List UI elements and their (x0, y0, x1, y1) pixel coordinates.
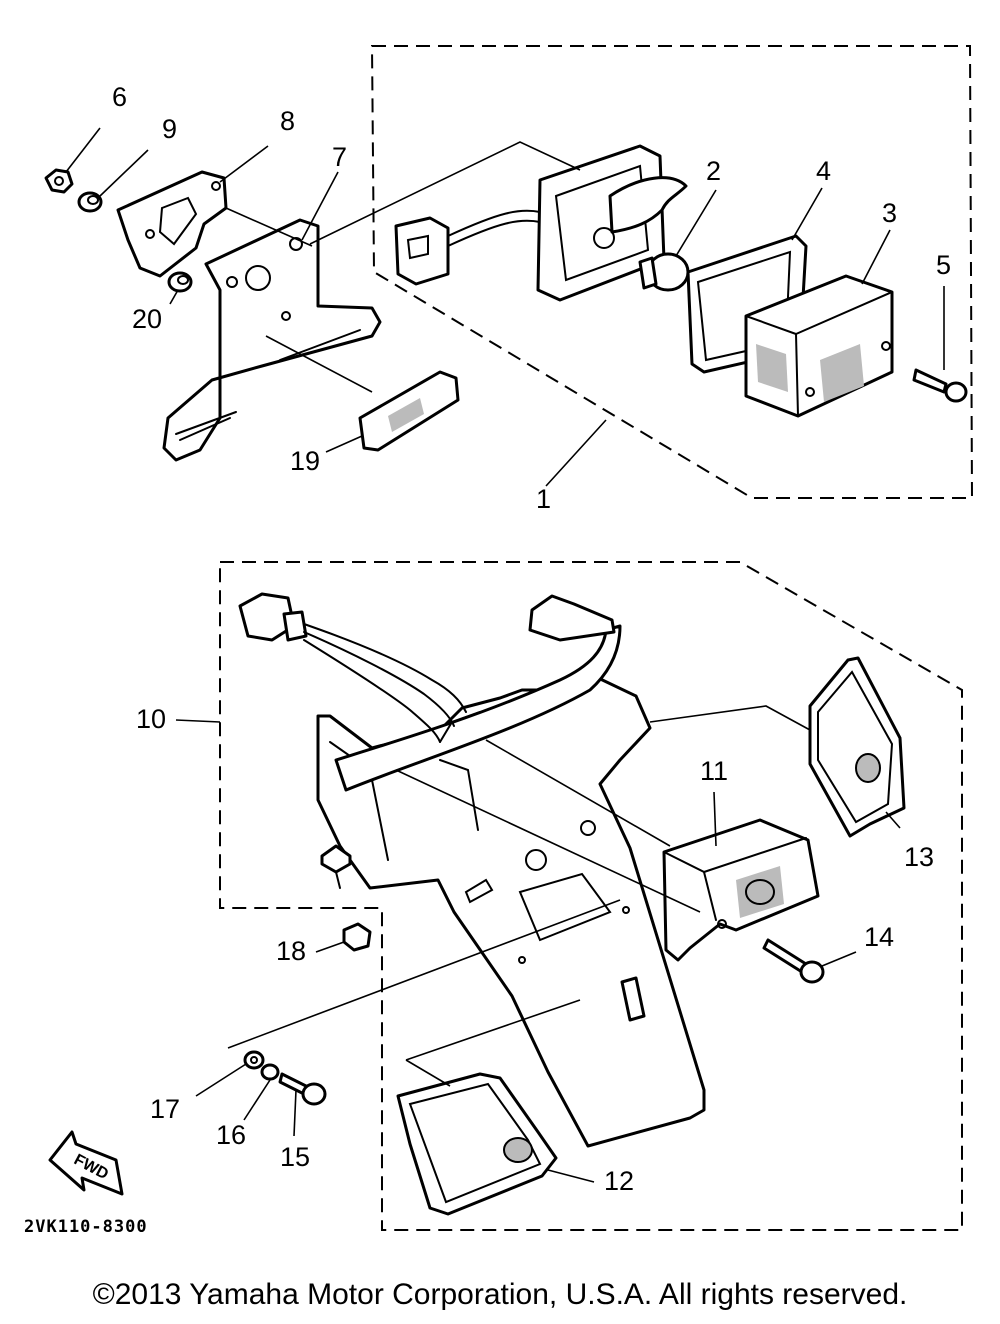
callout-7: 7 (332, 142, 347, 172)
screw-14 (762, 938, 825, 984)
side-reflector-13 (808, 656, 906, 838)
callout-9: 9 (162, 114, 177, 144)
callout-13: 13 (904, 842, 934, 872)
tail-light-connector (394, 209, 541, 286)
lamp-housing (536, 144, 688, 302)
callout-10: 10 (136, 704, 166, 734)
callout-17: 17 (150, 1094, 180, 1124)
callout-14: 14 (864, 922, 894, 952)
lens-3 (744, 274, 894, 418)
callout-5: 5 (936, 250, 951, 280)
copyright-notice: ©2013 Yamaha Motor Corporation, U.S.A. A… (92, 1278, 908, 1311)
washer-nut-9 (77, 191, 103, 213)
bracket-plate-8 (116, 170, 228, 278)
nut-18 (342, 922, 372, 952)
holder-arch (334, 594, 622, 792)
license-light-harness (238, 592, 467, 743)
nut-6 (44, 168, 74, 194)
callout-20: 20 (132, 304, 162, 334)
bolt-15 (278, 1072, 327, 1106)
screw-5 (912, 368, 968, 403)
callout-8: 8 (280, 106, 295, 136)
washer-16 (260, 1063, 280, 1081)
diagram-code: 2VK110-8300 (24, 1217, 148, 1237)
license-light-assembly-boundary (219, 561, 963, 1231)
callout-6: 6 (112, 82, 127, 112)
license-light-lens-11 (662, 818, 820, 962)
callout-11: 11 (700, 756, 728, 786)
callout-18: 18 (276, 936, 306, 966)
license-plate-holder-10 (316, 674, 706, 1148)
callout-4: 4 (816, 156, 831, 186)
callout-12: 12 (604, 1166, 634, 1196)
callout-19: 19 (290, 446, 320, 476)
callout-15: 15 (280, 1142, 310, 1172)
holder-stud (320, 844, 352, 889)
reflector-19 (358, 370, 460, 452)
side-reflector-12 (396, 1072, 558, 1216)
callout-3: 3 (882, 198, 897, 228)
callout-16: 16 (216, 1120, 246, 1150)
nut-20 (167, 271, 193, 293)
callout-1: 1 (536, 484, 551, 514)
callout-2: 2 (706, 156, 721, 186)
forward-direction-arrow: FWD (48, 1130, 124, 1196)
tail-light-assembly-boundary (370, 45, 974, 499)
bulb-2 (638, 252, 690, 292)
washer-17 (243, 1050, 265, 1070)
